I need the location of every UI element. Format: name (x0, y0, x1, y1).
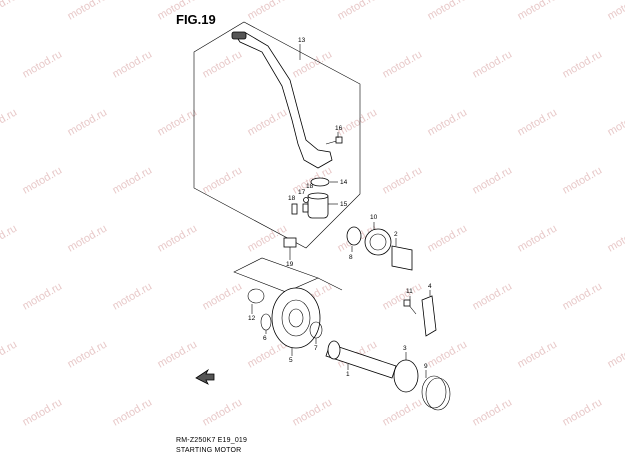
washer-6 (261, 314, 271, 330)
watermark-text: motod.ru (201, 48, 245, 80)
watermark-text: motod.ru (561, 396, 605, 428)
watermark-text: motod.ru (516, 338, 560, 370)
watermark-text: motod.ru (471, 396, 515, 428)
bolt-19 (284, 238, 296, 256)
front-arrow-icon (196, 370, 214, 384)
ball-17 (304, 198, 309, 203)
watermark-text: motod.ru (516, 106, 560, 138)
watermark-text: motod.ru (0, 0, 19, 23)
callout-18-lower: 18 (288, 195, 296, 202)
watermark-text: motod.ru (246, 106, 290, 138)
spring-18b (292, 204, 297, 214)
watermark-text: motod.ru (66, 338, 110, 370)
watermark-text: motod.ru (336, 106, 380, 138)
watermark-text: motod.ru (471, 164, 515, 196)
watermark-text: motod.ru (21, 280, 65, 312)
callout-4: 4 (428, 283, 432, 290)
figure-title: FIG.19 (176, 12, 216, 27)
watermark-text: motod.ru (606, 222, 625, 254)
oil-seal-8 (347, 227, 361, 245)
watermark-text: motod.ru (426, 106, 470, 138)
callout-3: 3 (403, 345, 407, 352)
watermark-text: motod.ru (426, 222, 470, 254)
kick-spring-10 (365, 229, 391, 255)
washer-14 (311, 178, 329, 186)
watermark-text: motod.ru (21, 396, 65, 428)
watermark-text: motod.ru (606, 338, 625, 370)
ratchet-3 (394, 360, 418, 392)
circlip-12 (248, 289, 264, 303)
kick-boss-15 (308, 193, 328, 218)
watermark-text: motod.ru (111, 164, 155, 196)
watermark-text: motod.ru (606, 0, 625, 23)
watermark-text: motod.ru (291, 396, 335, 428)
watermark-text: motod.ru (156, 106, 200, 138)
watermark-text: motod.ru (336, 0, 380, 23)
watermark-text: motod.ru (111, 396, 155, 428)
callout-5: 5 (289, 357, 293, 364)
watermark-text: motod.ru (111, 48, 155, 80)
bolt-11 (404, 300, 416, 314)
callout-13: 13 (298, 37, 306, 44)
watermark-text: motod.ru (381, 396, 425, 428)
watermark-text: motod.ru (381, 48, 425, 80)
callout-16: 16 (335, 125, 343, 132)
callout-15: 15 (340, 201, 348, 208)
watermark-text: motod.ru (426, 338, 470, 370)
callout-2: 2 (394, 231, 398, 238)
bolt-16 (326, 137, 342, 144)
watermark-text: motod.ru (21, 48, 65, 80)
watermark-text: motod.ru (66, 106, 110, 138)
callout-12: 12 (248, 315, 256, 322)
watermark-text: motod.ru (426, 0, 470, 23)
gear-assembly-box (234, 258, 318, 292)
kick-lever (232, 32, 332, 168)
watermark-text: motod.ru (561, 280, 605, 312)
figure-caption: STARTING MOTOR (176, 447, 241, 454)
watermark-text: motod.ru (561, 48, 605, 80)
watermark-text: motod.ru (606, 106, 625, 138)
watermark-text: motod.ru (516, 0, 560, 23)
callout-17: 17 (298, 189, 306, 196)
watermark-text: motod.ru (381, 280, 425, 312)
model-code: RM-Z250K7 E19_019 (176, 437, 247, 444)
watermark-text: motod.ru (471, 48, 515, 80)
watermark-text: motod.ru (66, 222, 110, 254)
watermark-text: motod.ru (66, 0, 110, 23)
watermark-text: motod.ru (156, 222, 200, 254)
watermark-text: motod.ru (201, 164, 245, 196)
watermark-text: motod.ru (561, 164, 605, 196)
callout-6: 6 (263, 335, 267, 342)
callout-8: 8 (349, 254, 353, 261)
watermark-text: motod.ru (21, 164, 65, 196)
watermark-text: motod.ru (291, 48, 335, 80)
callout-14: 14 (340, 179, 348, 186)
watermark-text: motod.ru (156, 338, 200, 370)
callout-7: 7 (314, 345, 318, 352)
callout-19: 19 (286, 261, 294, 268)
callout-10: 10 (370, 214, 378, 221)
watermark-text: motod.ru (471, 280, 515, 312)
watermark-text: motod.ru (516, 222, 560, 254)
kick-lever-assembly-box (194, 22, 360, 248)
kick-gear-5 (272, 288, 320, 348)
watermark-text: motod.ru (246, 0, 290, 23)
spring-18 (303, 204, 308, 212)
watermark-text: motod.ru (0, 106, 19, 138)
watermark-text: motod.ru (201, 280, 245, 312)
ratchet-spring-9 (422, 376, 450, 410)
ratchet-guide-plate-4 (422, 296, 436, 336)
spring-guide-2 (392, 246, 412, 270)
callout-1: 1 (346, 371, 350, 378)
watermark-text: motod.ru (111, 280, 155, 312)
watermark-text: motod.ru (0, 222, 19, 254)
callout-18-upper: 18 (306, 183, 314, 190)
watermark-text: motod.ru (0, 338, 19, 370)
watermark-text: motod.ru (201, 396, 245, 428)
callout-11: 11 (406, 288, 413, 295)
watermark-text: motod.ru (381, 164, 425, 196)
callout-9: 9 (424, 363, 428, 370)
